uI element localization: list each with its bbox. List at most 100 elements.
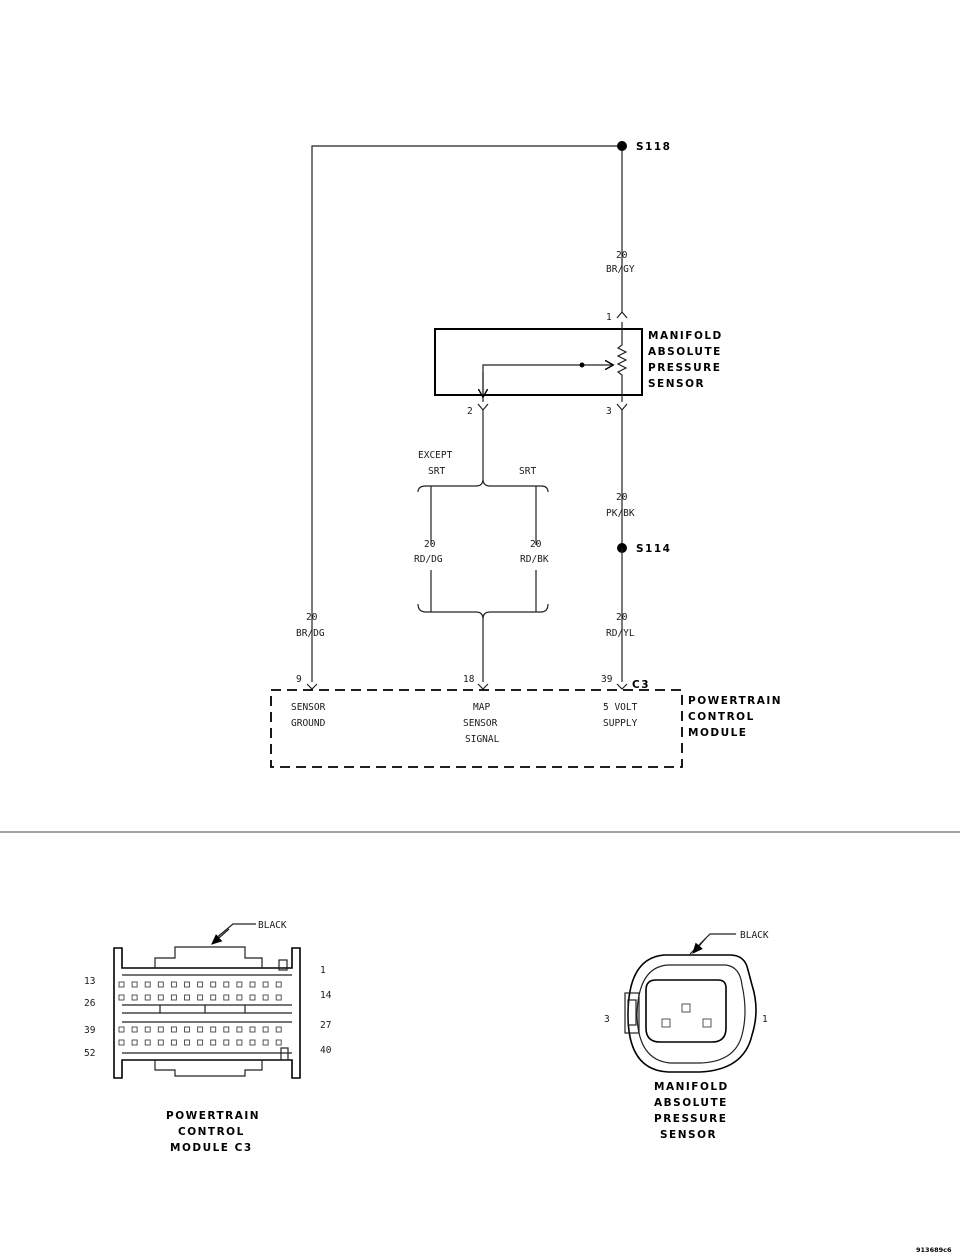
wire-rd-dg-color: RD/DG (414, 554, 443, 565)
pcm-c3-pin (184, 994, 190, 1001)
pcm-c3-pin (184, 1026, 190, 1033)
pcm-c3-label-1: 1 (320, 965, 326, 976)
sensor-pin-2-symbol (477, 403, 489, 411)
pcm-pin-9-symbol (306, 683, 318, 690)
pcm-c3-pin (223, 1039, 230, 1046)
branch-srt: SRT (519, 466, 536, 477)
pcm-c3-pin (197, 1026, 204, 1033)
pcm-c3-label-26: 26 (84, 998, 96, 1009)
pcm-c3-label-39: 39 (84, 1025, 96, 1036)
map-sensor-title-3: PRESSURE (648, 362, 721, 374)
pcm-c3-pin (157, 994, 164, 1001)
pcm-title-3: MODULE (688, 727, 747, 739)
sensor-pin-1-symbol (616, 311, 628, 319)
pcm-c3-pin (157, 1039, 164, 1046)
wire-br-dg-ground (311, 145, 622, 682)
wire-rd-yl-gauge: 20 (616, 612, 628, 623)
pcm-pin-18-symbol (477, 683, 489, 690)
pcm-pin-18: 18 (463, 674, 475, 685)
pcm-pin-39: 39 (601, 674, 613, 685)
map-connector-caption-2: ABSOLUTE (654, 1097, 728, 1109)
pcm-c3-pin (131, 994, 138, 1001)
pcm-title-1: POWERTRAIN (688, 695, 782, 707)
pcm-c3-pin (262, 1039, 269, 1046)
wire-pk-bk-gauge: 20 (616, 492, 628, 503)
map-sensor-title-2: ABSOLUTE (648, 346, 722, 358)
wire-br-gy-gauge: 20 (616, 250, 628, 261)
branch-except-1: EXCEPT (418, 450, 453, 461)
sensor-pin-3: 3 (606, 406, 612, 417)
pcm-c3-label-14: 14 (320, 990, 332, 1001)
pcm-c3-pin (210, 1026, 217, 1033)
pcm-c3-connector-view: BLACK 13 1 26 14 39 27 52 40 POWERTRAIN … (84, 920, 332, 1154)
pcm-c3-pin (118, 1039, 125, 1046)
map-connector-color-label: BLACK (740, 930, 769, 941)
pcm-circuit-supply-1: 5 VOLT (603, 702, 638, 713)
splice-s114-label: S114 (636, 543, 671, 555)
wire-rd-bk-color: RD/BK (520, 554, 549, 565)
pcm-c3-pin (197, 1039, 204, 1046)
pcm-c3-pin (262, 1026, 269, 1033)
map-connector-caption-3: PRESSURE (654, 1113, 727, 1125)
pcm-c3-pin (236, 981, 243, 988)
pcm-c3-pin (275, 981, 282, 988)
pcm-c3-pin (275, 1026, 282, 1033)
pcm-c3-pin (118, 994, 125, 1001)
pcm-c3-pin (236, 1039, 243, 1046)
pcm-c3-caption-2: CONTROL (178, 1126, 245, 1138)
pcm-c3-pin (184, 981, 190, 988)
pcm-circuit-signal-3: SIGNAL (465, 734, 500, 745)
pcm-c3-pin (118, 981, 125, 988)
pcm-c3-pin (262, 981, 269, 988)
pcm-c3-pin (249, 981, 256, 988)
pcm-c3-pin (197, 981, 204, 988)
sensor-internal-wire (616, 322, 628, 402)
sensor-wiper (482, 365, 612, 402)
pcm-c3-pin (144, 1039, 151, 1046)
splice-s118-dot (617, 141, 627, 151)
sensor-wiper-dot (579, 362, 585, 368)
pcm-c3-label-27: 27 (320, 1020, 331, 1031)
pcm-c3-pin (223, 981, 230, 988)
pcm-c3-pin (131, 1026, 138, 1033)
branch-bottom-brace (417, 603, 549, 620)
sensor-pin-3-symbol (616, 403, 628, 411)
pcm-c3-pin (131, 1039, 138, 1046)
sensor-pin-2: 2 (467, 406, 473, 417)
pcm-title-2: CONTROL (688, 711, 755, 723)
map-sensor-title-1: MANIFOLD (648, 330, 723, 342)
pcm-c3-pin (236, 994, 243, 1001)
pcm-c3-pin (131, 981, 138, 988)
pcm-c3-pin (197, 994, 204, 1001)
wire-rd-yl-color: RD/YL (606, 628, 635, 639)
wire-br-dg-color: BR/DG (296, 628, 325, 639)
pcm-c3-pin (275, 994, 282, 1001)
pcm-circuit-signal-1: MAP (473, 702, 490, 713)
figure-id: 913689c6 (916, 1246, 952, 1254)
pcm-c3-pin (157, 981, 164, 988)
pcm-c3-caption-3: MODULE C3 (170, 1142, 253, 1154)
wire-rd-dg-gauge: 20 (424, 539, 436, 550)
pcm-c3-pin-grid (118, 981, 282, 1046)
map-connector-caption-1: MANIFOLD (654, 1081, 729, 1093)
pcm-c3-pin (170, 1039, 177, 1046)
wire-br-gy-color: BR/GY (606, 264, 635, 275)
pcm-c3-pin (144, 981, 151, 988)
map-sensor-box (434, 328, 643, 396)
pcm-connector-c3: C3 (632, 679, 650, 691)
pcm-c3-pin (210, 994, 217, 1001)
branch-top-brace (417, 478, 549, 493)
pcm-c3-pin (210, 1039, 217, 1046)
splice-s118-label: S118 (636, 141, 671, 153)
wire-rd-bk-gauge: 20 (530, 539, 542, 550)
pcm-c3-pin (118, 1026, 125, 1033)
map-connector-caption-4: SENSOR (660, 1129, 717, 1141)
pcm-circuit-ground-1: SENSOR (291, 702, 326, 713)
pcm-c3-pin (249, 1026, 256, 1033)
pcm-c3-label-40: 40 (320, 1045, 332, 1056)
pcm-c3-color-label: BLACK (258, 920, 287, 931)
pcm-c3-pin (223, 1026, 230, 1033)
map-connector-pin-1: 1 (762, 1014, 768, 1025)
wire-br-dg-gauge: 20 (306, 612, 318, 623)
